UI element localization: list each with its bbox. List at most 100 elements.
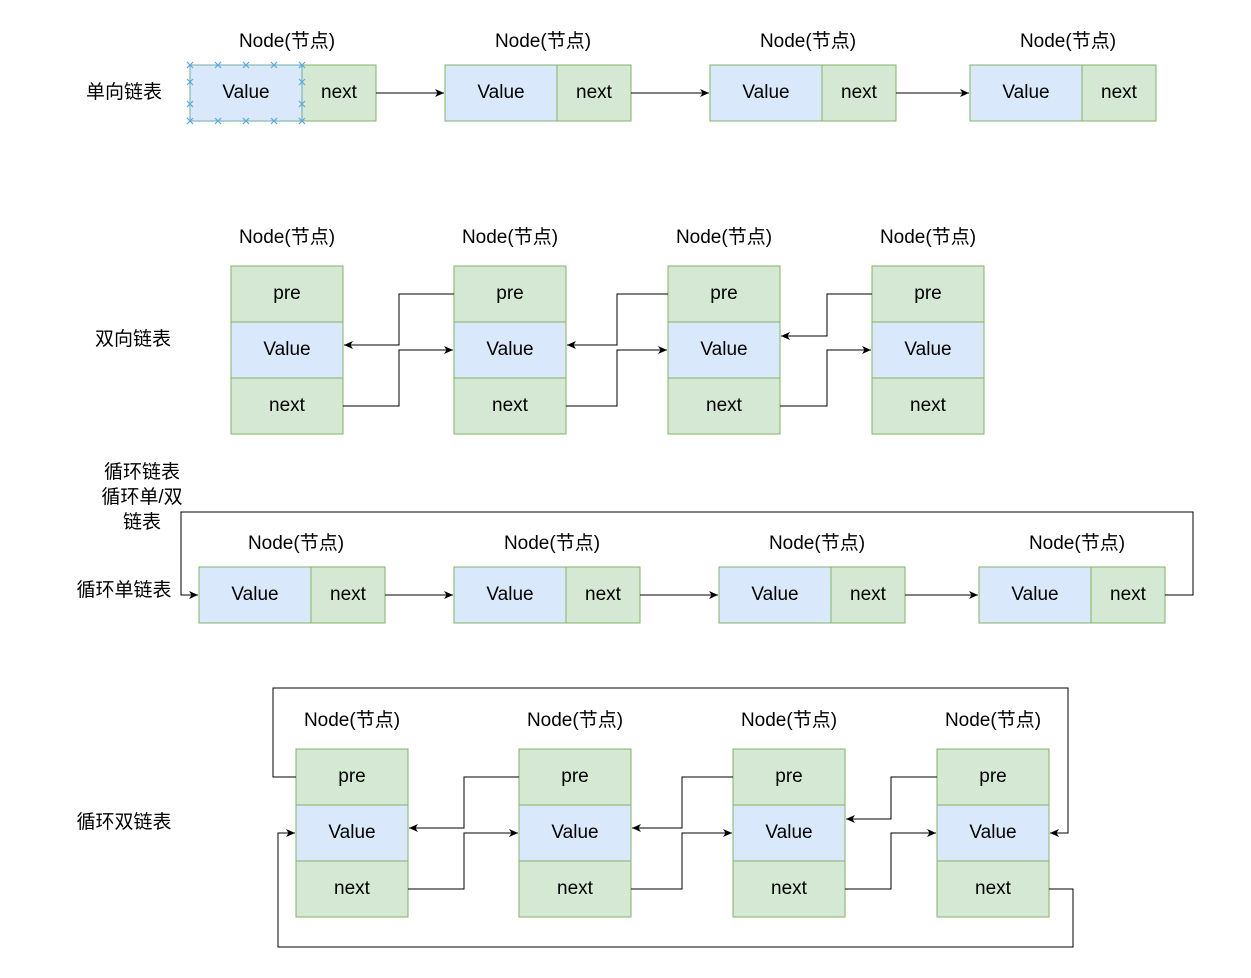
circular-doubly-node-3[interactable]: Node(节点) pre Value next [732,709,846,918]
wraparound-next-arrow[interactable] [180,511,1194,599]
pre-cell[interactable] [295,748,409,806]
pre-cell[interactable] [936,748,1050,806]
doubly-node-3[interactable]: Node(节点) pre Value next [667,226,781,435]
circular-singly-linked-list: Node(节点) Value next Node(节点) Value next … [180,511,1194,624]
pre-cell-text: pre [273,283,300,304]
value-cell-text: Value [231,584,278,605]
pre-cell[interactable] [518,748,632,806]
wraparound-next-arrow[interactable] [277,829,1074,948]
singly-node-2[interactable]: Node(节点) Value next [444,30,632,122]
label-singly-linked-list: 单向链表 [86,81,162,103]
circular-singly-node-2[interactable]: Node(节点) Value next [453,532,641,624]
circular-doubly-node-2[interactable]: Node(节点) pre Value next [518,709,632,918]
pre-arrow[interactable] [567,293,668,349]
pre-cell-text: pre [710,283,737,304]
next-cell[interactable] [230,377,344,435]
next-cell-text: next [269,395,306,416]
value-cell[interactable] [718,566,832,624]
next-cell[interactable] [518,860,632,918]
circular-singly-node-4[interactable]: Node(节点) Value next [978,532,1166,624]
next-cell[interactable] [821,64,897,122]
pre-cell[interactable] [230,265,344,323]
next-cell-text: next [975,878,1012,899]
node-label: Node(节点) [741,709,837,731]
value-cell[interactable] [295,804,409,862]
value-cell[interactable] [667,321,781,379]
next-cell[interactable] [1090,566,1166,624]
pre-cell[interactable] [871,265,985,323]
value-cell-text: Value [751,584,798,605]
value-cell[interactable] [230,321,344,379]
singly-node-3[interactable]: Node(节点) Value next [709,30,897,122]
next-arrow[interactable] [845,829,936,890]
next-arrow[interactable] [780,346,871,407]
value-cell[interactable] [518,804,632,862]
node-label: Node(节点) [769,532,865,554]
next-arrow[interactable] [566,346,667,407]
next-cell[interactable] [301,64,377,122]
circular-singly-node-3[interactable]: Node(节点) Value next [718,532,906,624]
node-label: Node(节点) [239,226,335,248]
pre-cell-text: pre [775,766,802,787]
next-cell-text: next [850,584,887,605]
value-cell-text: Value [1011,584,1058,605]
next-cell[interactable] [667,377,781,435]
next-cell[interactable] [936,860,1050,918]
next-arrow[interactable] [631,829,732,890]
node-label: Node(节点) [304,709,400,731]
next-cell[interactable] [565,566,641,624]
value-cell[interactable] [871,321,985,379]
pre-arrow[interactable] [632,776,733,832]
pre-arrow[interactable] [781,293,872,340]
doubly-node-4[interactable]: Node(节点) pre Value next [871,226,985,435]
pre-cell[interactable] [667,265,781,323]
next-cell[interactable] [871,377,985,435]
node-label: Node(节点) [676,226,772,248]
value-cell[interactable] [969,64,1083,122]
label-circular-title-line3: 链表 [123,511,161,533]
next-cell-text: next [576,82,613,103]
selection-handle-icons[interactable] [186,61,306,125]
next-cell-text: next [910,395,947,416]
label-circular-title-line2: 循环单/双 [101,486,182,508]
circular-singly-node-1[interactable]: Node(节点) Value next [198,532,386,624]
pre-arrow[interactable] [846,776,937,823]
circular-doubly-node-4[interactable]: Node(节点) pre Value next [936,709,1050,918]
value-cell[interactable] [709,64,823,122]
pre-cell-text: pre [496,283,523,304]
next-arrow[interactable] [343,346,453,407]
singly-node-1[interactable]: Node(节点) Value next [186,30,377,125]
circular-doubly-linked-list: Node(节点) pre Value next Node(节点) pre Val… [272,687,1074,948]
value-cell[interactable] [732,804,846,862]
pre-arrow[interactable] [344,293,454,349]
doubly-node-2[interactable]: Node(节点) pre Value next [453,226,567,435]
value-cell[interactable] [453,321,567,379]
node-label: Node(节点) [462,226,558,248]
node-label: Node(节点) [880,226,976,248]
value-cell[interactable] [444,64,558,122]
value-cell-text: Value [742,82,789,103]
next-cell-text: next [321,82,358,103]
next-cell[interactable] [1081,64,1157,122]
value-cell-text: Value [477,82,524,103]
value-cell[interactable] [453,566,567,624]
next-cell[interactable] [453,377,567,435]
next-cell[interactable] [830,566,906,624]
selection-box[interactable] [186,61,306,125]
pre-arrow[interactable] [409,776,519,832]
next-arrow[interactable] [408,829,518,890]
next-cell-text: next [330,584,367,605]
singly-node-4[interactable]: Node(节点) Value next [969,30,1157,122]
wraparound-pre-arrow[interactable] [272,687,1069,837]
node-label: Node(节点) [945,709,1041,731]
label-circular-singly-linked-list: 循环单链表 [76,579,171,601]
next-cell[interactable] [295,860,409,918]
node-label: Node(节点) [1020,30,1116,52]
value-cell-text: Value [700,339,747,360]
value-cell[interactable] [189,64,303,122]
doubly-node-1[interactable]: Node(节点) pre Value next [230,226,344,435]
circular-doubly-node-1[interactable]: Node(节点) pre Value next [295,709,409,918]
pre-cell[interactable] [732,748,846,806]
value-cell-text: Value [263,339,310,360]
value-cell-text: Value [765,822,812,843]
